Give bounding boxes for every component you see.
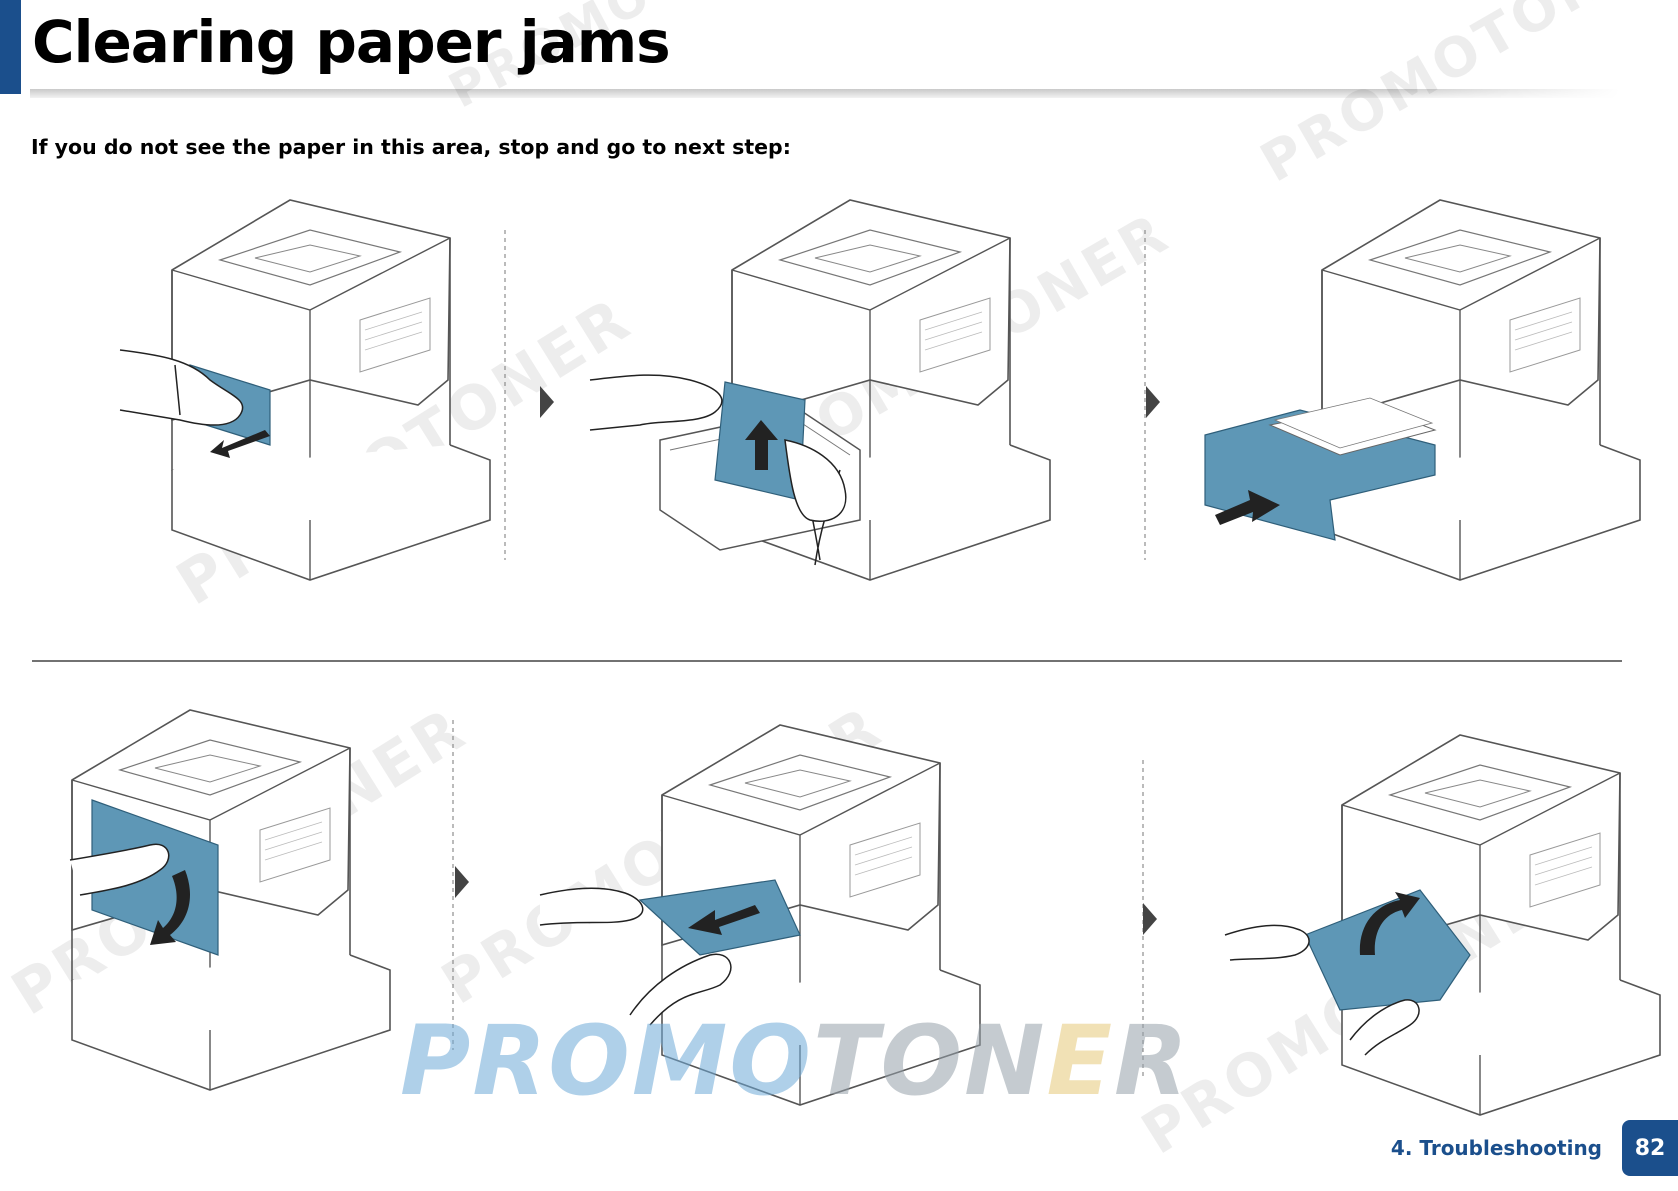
next-arrow-2 [1146, 386, 1160, 418]
next-arrow-3 [455, 866, 469, 898]
printer-illustration-3 [1322, 200, 1640, 580]
footer-section-label: 4. Troubleshooting [1391, 1136, 1602, 1160]
next-arrow-4 [1143, 903, 1157, 935]
page-number-badge: 82 [1622, 1120, 1678, 1176]
watermark-logo: PROMOTONER [400, 1005, 1190, 1117]
next-arrow-1 [540, 386, 554, 418]
